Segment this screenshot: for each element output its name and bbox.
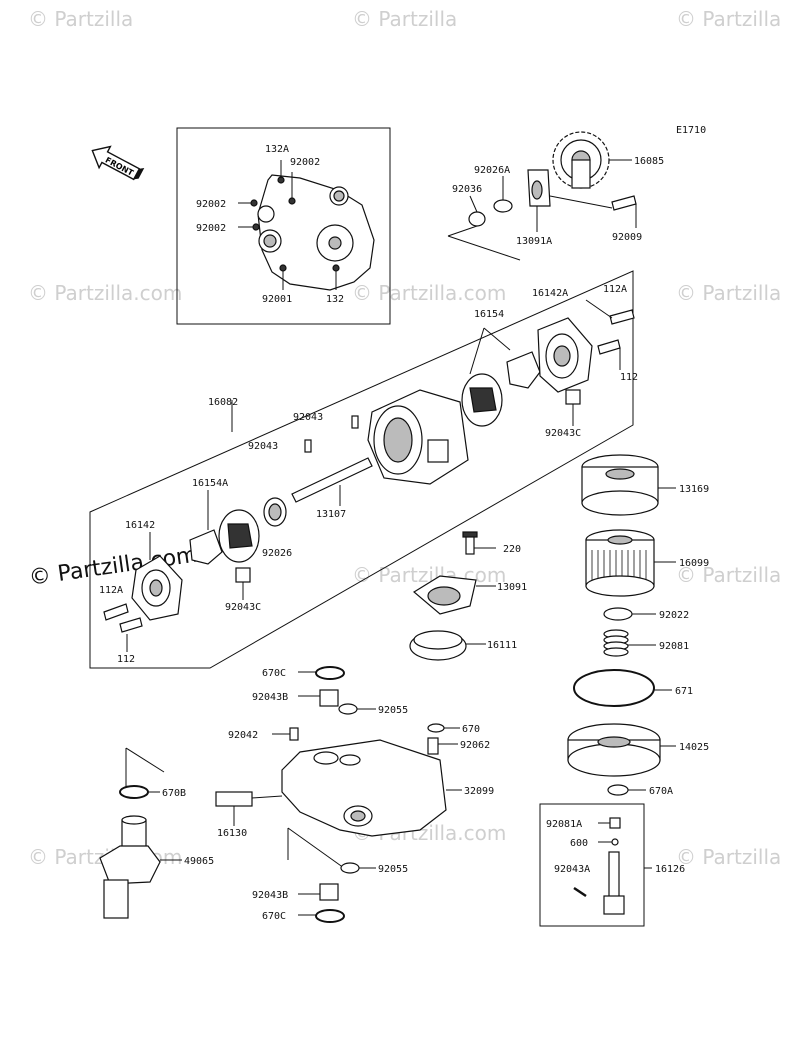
watermark: © Partzilla: [676, 7, 781, 31]
part-label: 671: [675, 686, 693, 697]
part-label: 92055: [378, 864, 408, 875]
part-label: 13169: [679, 484, 709, 495]
part-label: 16154: [474, 309, 504, 320]
part-label: 92043A: [554, 864, 590, 875]
part-label: 132A: [265, 144, 289, 155]
part-label: 112A: [603, 284, 627, 295]
part-label: 16082: [208, 397, 238, 408]
watermark: © Partzilla: [676, 563, 781, 587]
part-label: 92009: [612, 232, 642, 243]
part-label: 92002: [196, 223, 226, 234]
part-label: 92022: [659, 610, 689, 621]
part-label: 92042: [228, 730, 258, 741]
diagram-code: E1710: [676, 125, 706, 136]
part-label: 92043: [248, 441, 278, 452]
part-label: 92081A: [546, 819, 582, 830]
part-label: 220: [503, 544, 521, 555]
part-label: 92026A: [474, 165, 510, 176]
part-label: 16111: [487, 640, 517, 651]
part-label: 112: [117, 654, 135, 665]
part-label: 16130: [217, 828, 247, 839]
watermark: © Partzilla: [28, 7, 133, 31]
oil-housing-group: [215, 666, 462, 923]
front-arrow: FRONT: [91, 145, 145, 181]
part-label: 600: [570, 838, 588, 849]
left-rotor-group: [103, 490, 260, 652]
part-label: 13107: [316, 509, 346, 520]
part-label: 49065: [184, 856, 214, 867]
part-label: 16099: [679, 558, 709, 569]
part-label: 16154A: [192, 478, 228, 489]
part-label: 112: [620, 372, 638, 383]
part-label: 16126: [655, 864, 685, 875]
part-label: 16085: [634, 156, 664, 167]
relief-cover-group: [409, 531, 496, 661]
part-label: 92043C: [225, 602, 261, 613]
part-label: 670C: [262, 668, 286, 679]
part-label: 92001: [262, 294, 292, 305]
part-label: 92043B: [252, 890, 288, 901]
part-label: 670B: [162, 788, 186, 799]
watermark: © Partzilla.com: [352, 281, 506, 305]
drive-gear-group: [447, 131, 637, 261]
part-label: 112A: [99, 585, 123, 596]
part-label: 92026: [262, 548, 292, 559]
part-label: 132: [326, 294, 344, 305]
pump-body: [367, 299, 635, 485]
part-label: 670C: [262, 911, 286, 922]
part-label: 670: [462, 724, 480, 735]
part-label: 92002: [196, 199, 226, 210]
part-label: 32099: [464, 786, 494, 797]
part-label: 92043: [293, 412, 323, 423]
part-label: 92043B: [252, 692, 288, 703]
part-label: 92055: [378, 705, 408, 716]
part-label: 92002: [290, 157, 320, 168]
part-label: 13091: [497, 582, 527, 593]
watermark: © Partzilla: [676, 281, 781, 305]
part-label: 13091A: [516, 236, 552, 247]
part-label: 670A: [649, 786, 673, 797]
oil-filter-stack: [567, 454, 676, 796]
relief-valve-inset: [539, 803, 652, 927]
pump-shaft: [231, 400, 373, 527]
part-label: 16142A: [532, 288, 568, 299]
oil-strainer-group: [99, 747, 182, 919]
part-label: 92062: [460, 740, 490, 751]
inset-cover-detail: [176, 127, 391, 325]
watermark: © Partzilla: [676, 845, 781, 869]
part-label: 92036: [452, 184, 482, 195]
part-label: 14025: [679, 742, 709, 753]
watermark: © Partzilla: [352, 7, 457, 31]
part-label: 92043C: [545, 428, 581, 439]
part-label: 16142: [125, 520, 155, 531]
watermark: © Partzilla.com: [28, 281, 182, 305]
pump-assembly-frame: [89, 270, 634, 669]
part-label: 92081: [659, 641, 689, 652]
